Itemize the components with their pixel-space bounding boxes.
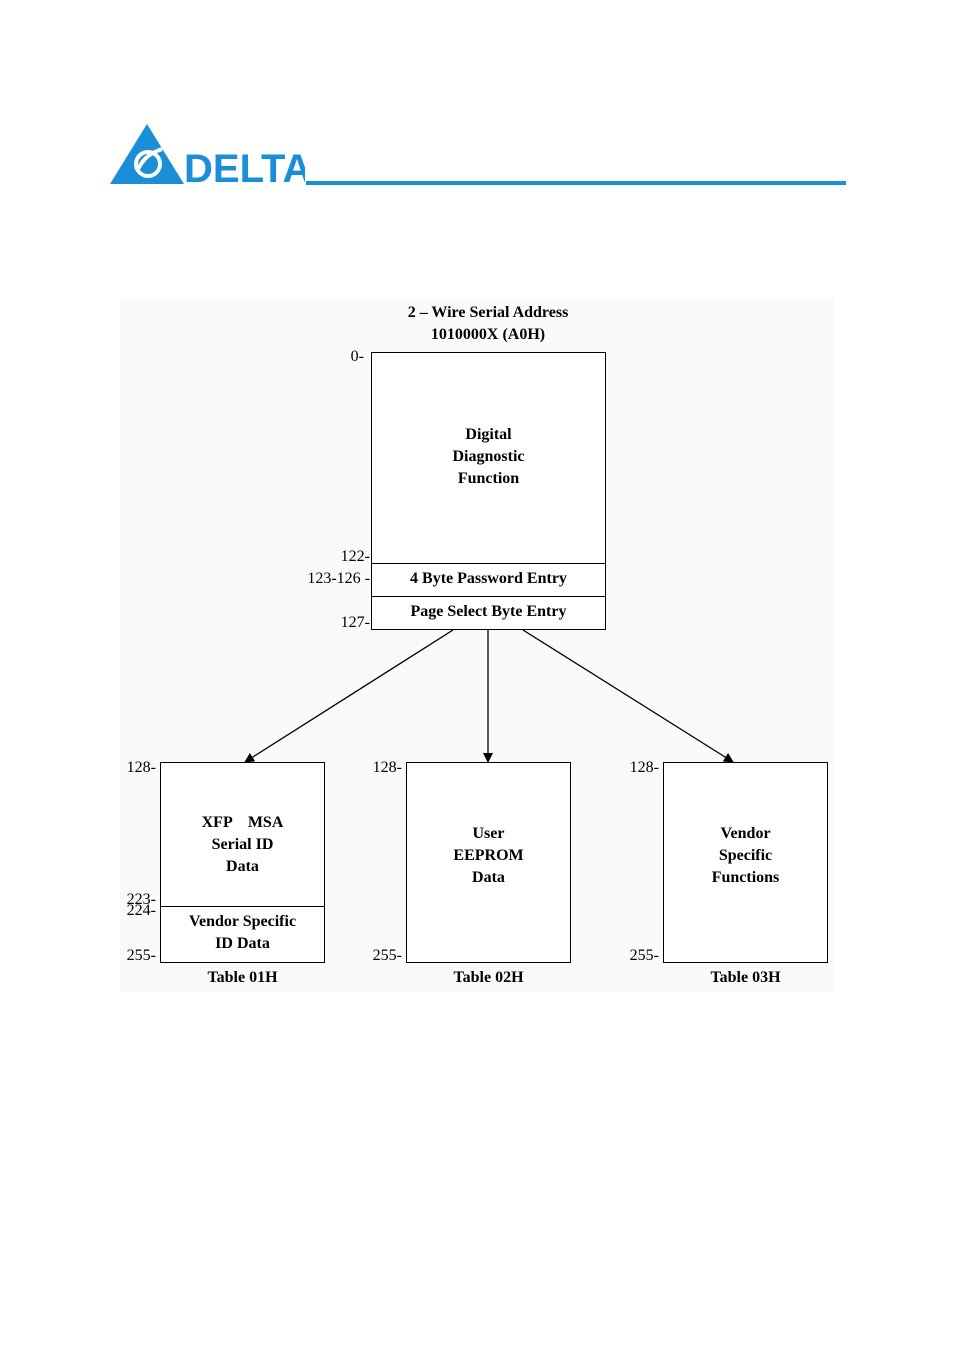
arrow-to-table-01h [244,629,454,763]
table-02h-block [406,762,571,963]
addr-122: 122- [340,548,370,565]
addr-127: 127- [340,614,370,631]
main-block-label-line3: Function [457,470,520,487]
divider-122 [371,563,606,564]
table-03h-label-line3: Functions [711,869,780,886]
table-02h-addr-255: 255- [372,947,402,964]
table-01h-block [160,762,325,963]
divider-127 [371,596,606,597]
table-01h-addr-224: 224- [126,902,156,919]
table-02h-caption: Table 02H [453,969,524,986]
table-03h-caption: Table 03H [710,969,781,986]
table-01h-divider [160,906,325,907]
password-entry-label: 4 Byte Password Entry [410,570,567,587]
table-01h-addr-223: 223- [126,891,156,908]
table-03h-addr-128: 128- [629,759,659,776]
table-01h-label-line2: Serial ID [211,836,274,853]
header-rule [306,181,846,185]
delta-logo: DELTA [110,124,305,186]
diagram-title-line2: 1010000X (A0H) [430,326,546,343]
table-01h-addr-128: 128- [126,759,156,776]
table-01h-sub-label-line2: ID Data [215,935,270,952]
table-03h-label-line2: Specific [718,847,773,864]
table-01h-label-line1: XFP MSA [201,814,284,831]
diagram-title-line1: 2 – Wire Serial Address [407,304,569,321]
addr-123-126: 123-126 - [307,570,370,587]
main-block-label-line2: Diagnostic [452,448,525,465]
table-03h-block [663,762,828,963]
arrow-to-table-03h [522,629,734,763]
table-01h-addr-255: 255- [126,947,156,964]
table-02h-addr-128: 128- [372,759,402,776]
page-select-label: Page Select Byte Entry [410,603,567,620]
table-03h-addr-255: 255- [629,947,659,964]
table-01h-caption: Table 01H [207,969,278,986]
table-02h-label-line3: Data [472,869,505,886]
logo-wordmark: DELTA [184,147,305,186]
table-02h-label-line2: EEPROM [453,847,524,864]
addr-0: 0- [350,348,364,365]
table-02h-label-line1: User [472,825,505,842]
main-block-label-line1: Digital [465,426,512,443]
table-01h-label-line3: Data [226,858,259,875]
table-03h-label-line1: Vendor [720,825,771,842]
table-01h-sub-label-line1: Vendor Specific [188,913,297,930]
main-memory-block [371,352,606,630]
